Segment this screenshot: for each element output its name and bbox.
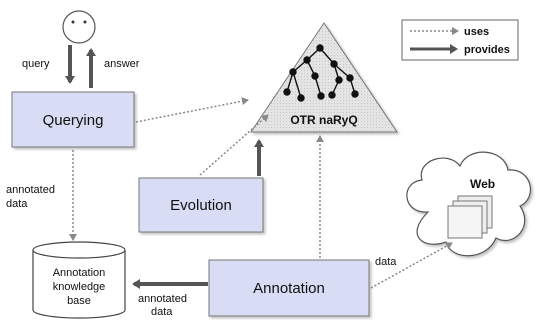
querying-label: Querying: [43, 112, 104, 129]
annotated-data-left-line1: annotated: [6, 184, 55, 196]
kb-line2: knowledge: [53, 281, 106, 293]
ontology-triangle: OTR naRyQ: [250, 22, 398, 133]
legend-uses-label: uses: [464, 26, 489, 38]
kb-line1: Annotation: [53, 267, 106, 279]
legend: uses provides: [401, 19, 519, 61]
querying-uses-ontology-arrow: [135, 97, 249, 123]
annotation-label: Annotation: [253, 280, 325, 297]
user-icon: [62, 10, 96, 44]
annotation-uses-web-arrow: [370, 242, 453, 289]
annotated-data-bottom-line1: annotated: [138, 293, 187, 305]
tree-icon: [283, 44, 359, 102]
annotated-data-left-line2: data: [6, 198, 28, 210]
answer-label: answer: [104, 58, 140, 70]
evolution-box: Evolution: [138, 177, 264, 233]
web-label: Web: [470, 177, 495, 191]
annotated-data-bottom-line2: data: [151, 306, 173, 318]
querying-box: Querying: [11, 91, 135, 148]
query-label: query: [22, 58, 50, 70]
web-pages-icon: [447, 195, 493, 239]
evolution-label: Evolution: [170, 197, 232, 214]
web-cloud: Web: [406, 151, 531, 257]
ontology-label: OTR naRyQ: [290, 113, 357, 127]
knowledge-base-cylinder: Annotation knowledge base: [32, 241, 126, 319]
evolution-uses-ontology-arrow: [199, 114, 269, 176]
data-label: data: [375, 256, 397, 268]
kb-line3: base: [67, 295, 91, 307]
legend-provides-label: provides: [464, 44, 510, 56]
annotation-box: Annotation: [208, 259, 370, 317]
